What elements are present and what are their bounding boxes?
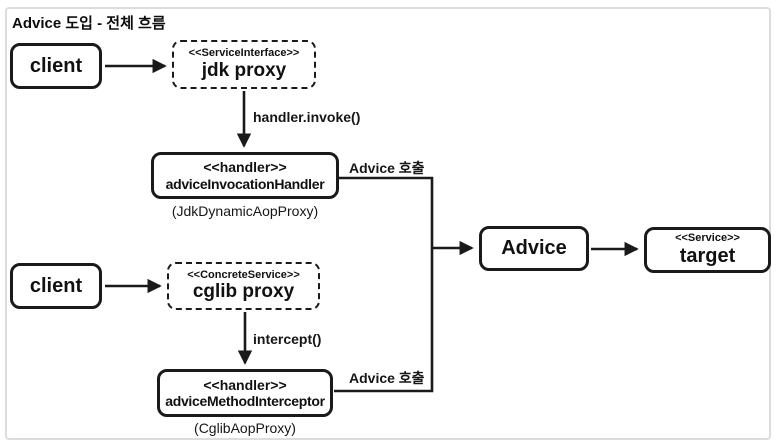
- cglib-aop-proxy-caption: (CglibAopProxy): [194, 420, 296, 436]
- cglib-proxy-label: cglib proxy: [192, 281, 295, 303]
- target-label: target: [679, 244, 736, 267]
- cglib-proxy-stereotype: <<ConcreteService>>: [187, 268, 300, 281]
- edge-label-handler-invoke: handler.invoke(): [253, 109, 361, 125]
- method-interceptor-stereotype: <<handler>>: [203, 376, 287, 393]
- node-advice-invocation-handler: <<handler>> adviceInvocationHandler: [151, 152, 339, 199]
- method-interceptor-label: adviceMethodInterceptor: [165, 393, 325, 409]
- jdk-dynamic-aop-proxy-caption: (JdkDynamicAopProxy): [171, 203, 319, 219]
- target-stereotype: <<Service>>: [675, 232, 740, 245]
- node-cglib-proxy: <<ConcreteService>> cglib proxy: [167, 262, 320, 310]
- node-advice: Advice: [479, 226, 589, 271]
- invocation-handler-stereotype: <<handler>>: [203, 159, 287, 176]
- advice-label: Advice: [501, 237, 567, 259]
- node-advice-method-interceptor: <<handler>> adviceMethodInterceptor: [157, 369, 333, 417]
- diagram-title: Advice 도입 - 전체 흐름: [12, 15, 166, 32]
- edge-label-advice-call-bottom: Advice 호출: [349, 370, 425, 386]
- node-target: <<Service>> target: [644, 227, 771, 273]
- diagram-frame: [5, 7, 771, 440]
- edge-label-advice-call-top: Advice 호출: [349, 160, 425, 176]
- jdk-proxy-label: jdk proxy: [201, 59, 287, 81]
- client-bottom-label: client: [29, 274, 83, 297]
- node-client-bottom: client: [10, 263, 102, 309]
- invocation-handler-label: adviceInvocationHandler: [165, 175, 325, 192]
- edge-label-intercept: intercept(): [253, 331, 322, 347]
- node-jdk-proxy: <<ServiceInterface>> jdk proxy: [172, 40, 316, 89]
- jdk-proxy-stereotype: <<ServiceInterface>>: [188, 47, 300, 60]
- client-top-label: client: [29, 54, 83, 77]
- node-client-top: client: [10, 43, 102, 89]
